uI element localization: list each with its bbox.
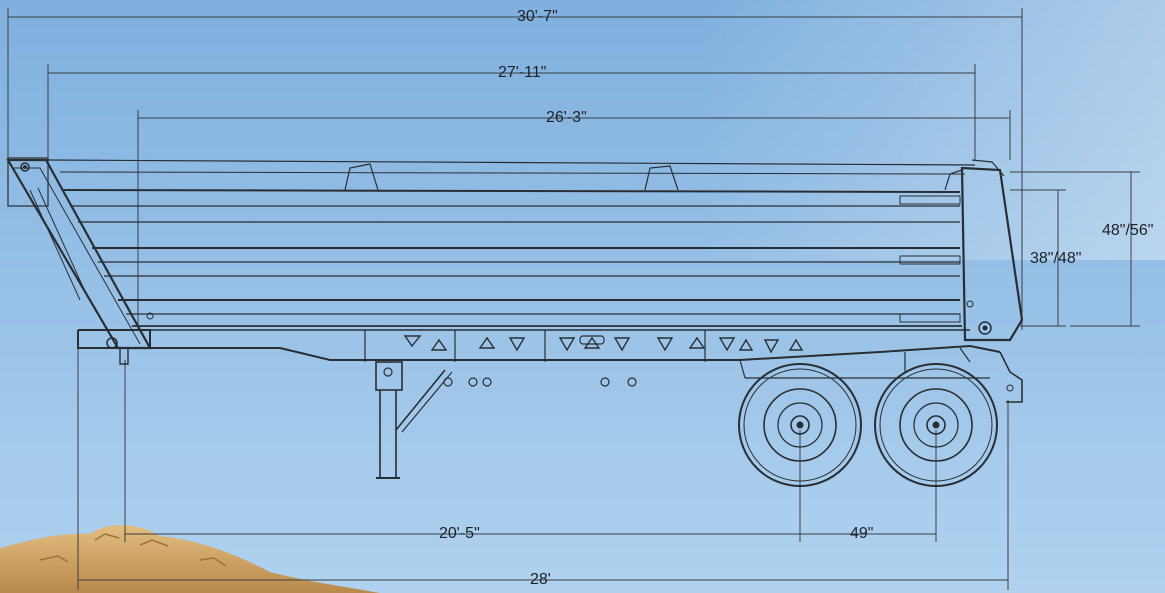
overall-height-label: 48"/56" (1102, 222, 1154, 239)
chassis (77, 329, 1023, 403)
side-height-label: 38"/48" (1030, 250, 1082, 267)
dimension-lines (7, 8, 1140, 590)
landing-gear (375, 361, 453, 479)
dump-body (6, 157, 1024, 350)
inner-body-length-label: 26'-3" (546, 109, 587, 126)
kingpin-to-axle-label: 20'-5" (439, 525, 480, 542)
frame-length-label: 28' (530, 571, 551, 588)
body-length-label: 27'-11" (498, 64, 547, 81)
axle-spread-label: 49" (850, 525, 874, 542)
tandem-wheels (738, 363, 998, 487)
sand-pile (0, 525, 380, 593)
overall-length-label: 30'-7" (517, 8, 558, 25)
wheel-front (738, 363, 862, 487)
wheel-rear (874, 363, 998, 487)
